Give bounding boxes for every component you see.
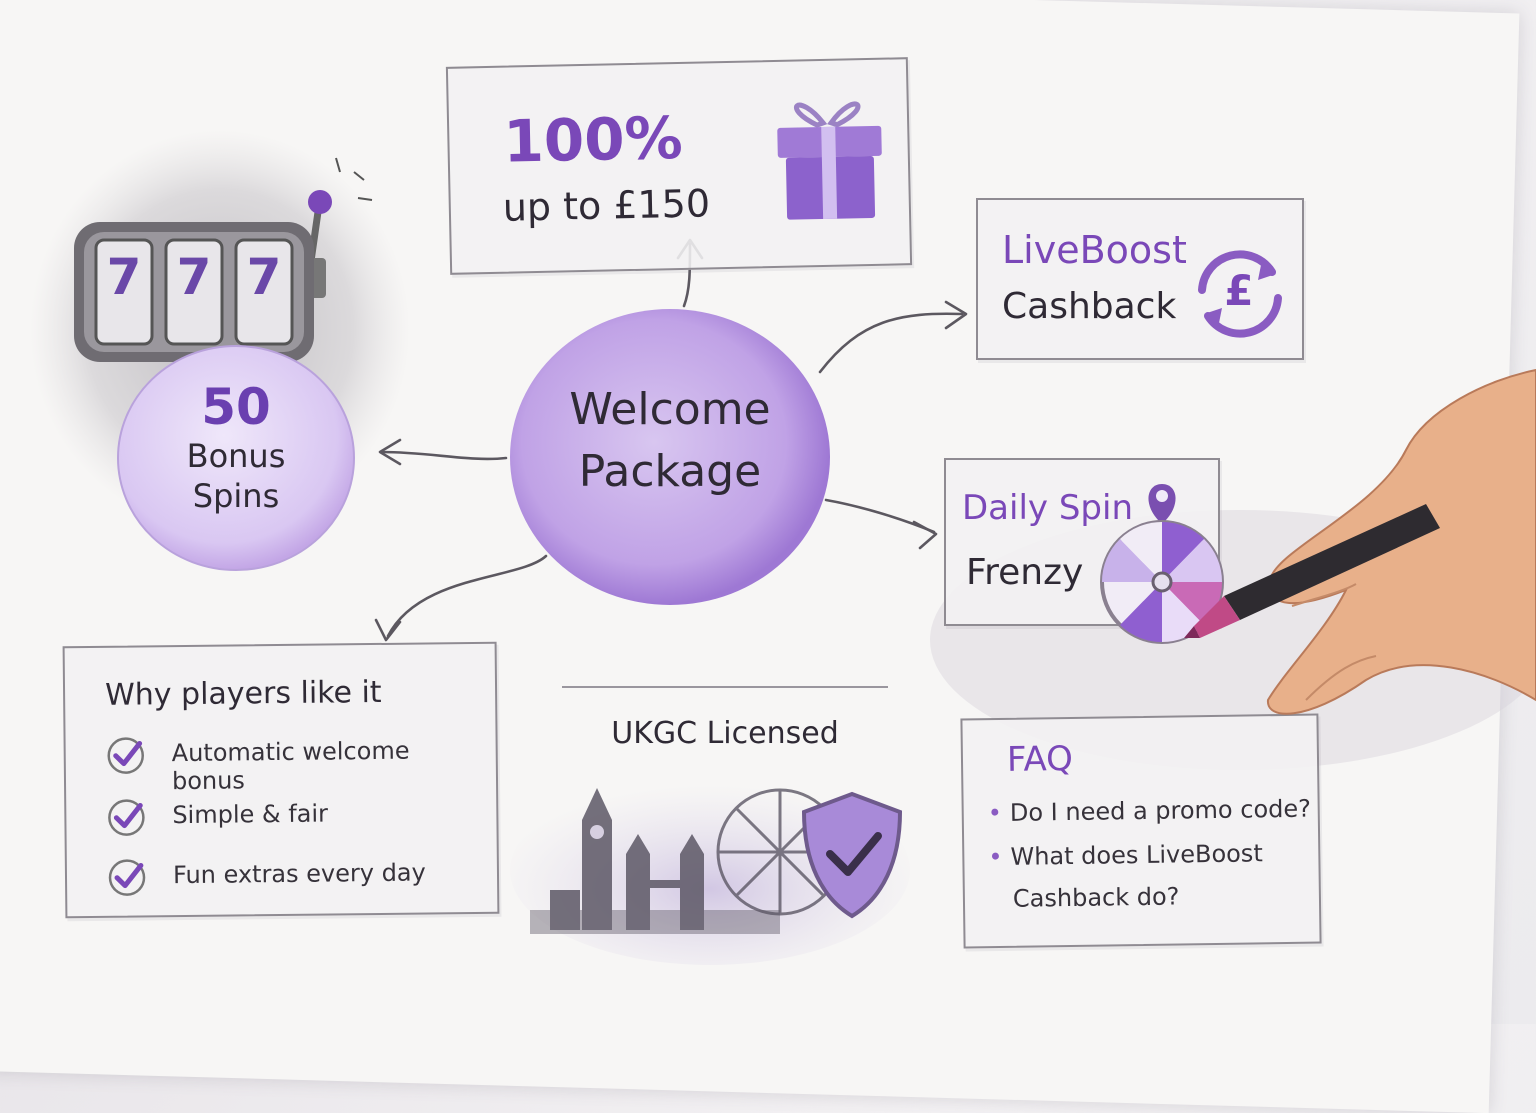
faq-item-2-label: What does LiveBoost: [1010, 839, 1263, 871]
welcome-package-circle: [510, 309, 830, 605]
slot-machine-icon: [74, 157, 373, 362]
checkmark-icon: [108, 859, 146, 896]
faq-title: FAQ: [1006, 738, 1074, 780]
faq-item-1-label: Do I need a promo code?: [1009, 794, 1312, 827]
bonus-spins-number: 50: [201, 378, 271, 436]
welcome-package-line2: Package: [578, 446, 762, 497]
why-item-2: Simple & fair: [106, 798, 486, 846]
daily-spin-title: Daily Spin: [962, 488, 1133, 528]
reel-1: 7: [106, 248, 142, 306]
license-label: UKGC Licensed: [611, 716, 839, 751]
london-skyline-icon: [530, 788, 844, 934]
cashback-box: LiveBoost Cashback £: [976, 198, 1304, 360]
faq-item-2-cont: Cashback do?: [1012, 882, 1180, 913]
arrow-head-daily-spin: [912, 520, 938, 550]
deposit-match-box: 100% up to £150: [445, 57, 913, 275]
bonus-spins-line1: Bonus: [186, 437, 286, 475]
why-item-3-label: Fun extras every day: [172, 858, 426, 890]
cashback-title: LiveBoost: [1002, 228, 1187, 272]
arrow-to-bonus-spins: [380, 450, 508, 461]
faq-box: FAQ •Do I need a promo code? •What does …: [960, 713, 1322, 949]
license-divider: [562, 686, 888, 688]
checkmark-icon: [108, 799, 145, 836]
pen-icon: [1184, 504, 1440, 638]
connector-arrows: [374, 238, 968, 642]
faq-item-2[interactable]: •What does LiveBoost: [988, 832, 1263, 878]
daily-spin-subtitle: Frenzy: [966, 552, 1084, 593]
arrow-head-cashback: [944, 300, 968, 330]
cashback-cycle-icon: [1198, 250, 1282, 338]
cashback-subtitle: Cashback: [1002, 286, 1177, 327]
why-title: Why players like it: [104, 674, 382, 713]
bonus-spins-line2: Spins: [192, 477, 280, 515]
welcome-package-node: Welcome Package: [505, 305, 830, 610]
cashback-currency: £: [1224, 266, 1254, 315]
why-item-2-label: Simple & fair: [172, 799, 329, 830]
arrow-to-cashback: [818, 312, 964, 374]
shield-check-icon: [801, 791, 903, 919]
bonus-spins-circle: [117, 345, 355, 571]
faq-bullet-1: •: [987, 798, 1003, 828]
why-item-3: Fun extras every day: [107, 858, 487, 906]
why-item-1-label: Automatic welcome bonus: [171, 736, 410, 796]
prize-wheel-icon: [1100, 484, 1224, 644]
why-item-1: Automatic welcome bonus: [106, 736, 486, 795]
welcome-package-line1: Welcome: [569, 384, 771, 435]
arrow-to-daily-spin: [824, 498, 936, 534]
bonus-spins-node: 7 7 7 50 Bonus Spins: [70, 150, 390, 571]
arrow-head-bonus-spins: [378, 438, 402, 466]
why-players-box: Why players like it Automatic welcome bo…: [62, 641, 500, 919]
deposit-match-percent: 100%: [502, 103, 684, 176]
gift-icon: [777, 101, 882, 220]
arrow-to-why: [386, 554, 548, 638]
reel-2: 7: [176, 248, 212, 306]
arrow-head-why: [374, 618, 402, 642]
deposit-match-text: up to £150: [502, 181, 711, 230]
checkmark-icon: [107, 737, 144, 774]
reel-3: 7: [246, 248, 282, 306]
faq-bullet-2: •: [988, 842, 1003, 872]
faq-item-1[interactable]: •Do I need a promo code?: [987, 788, 1312, 835]
